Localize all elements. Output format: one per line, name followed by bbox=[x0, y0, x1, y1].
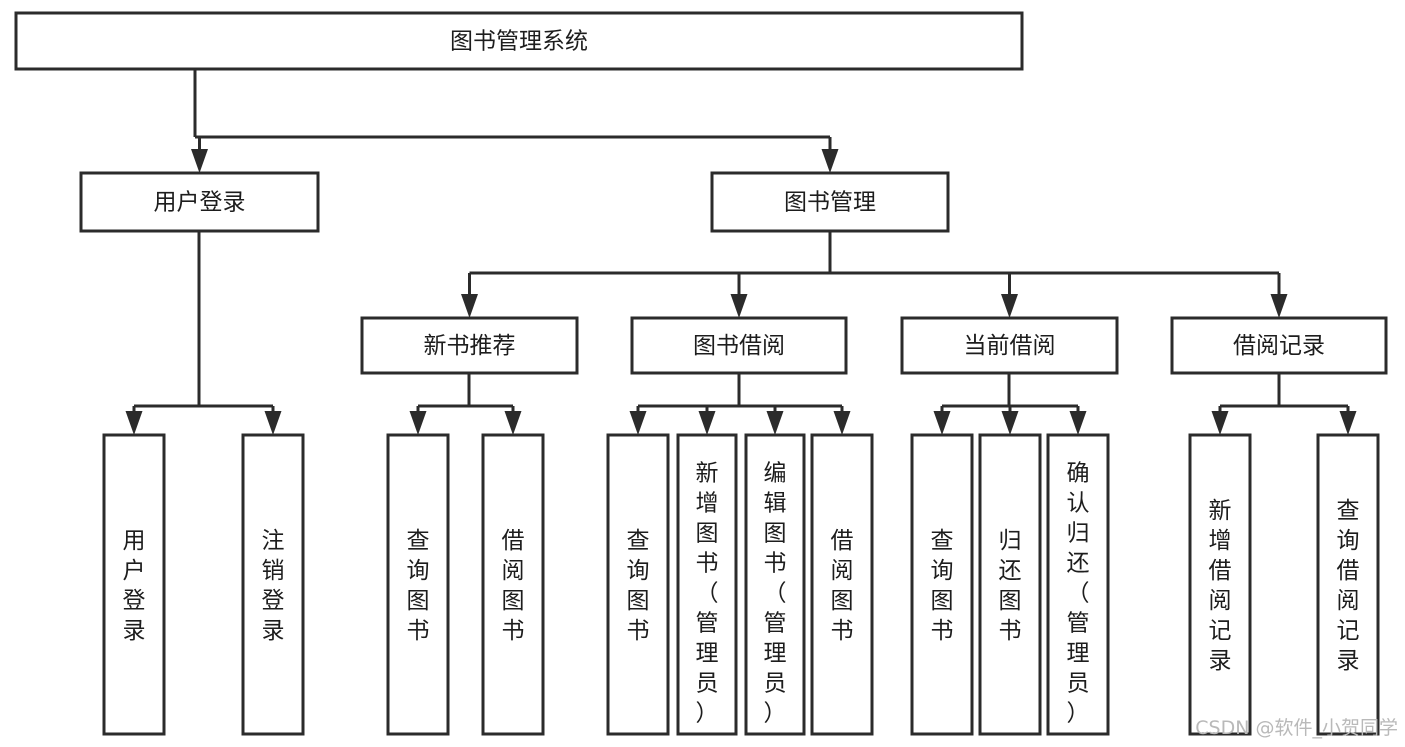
connector-group bbox=[933, 373, 1087, 435]
tree-node-leaf-query-borrow-record[interactable]: 查询借阅记录 bbox=[1316, 433, 1380, 736]
arrow-head-icon bbox=[1001, 294, 1018, 318]
node-box[interactable] bbox=[1316, 433, 1380, 736]
node-box[interactable] bbox=[900, 316, 1119, 375]
node-label: 确认归还（管理员） bbox=[1067, 460, 1090, 726]
connector-group bbox=[629, 373, 851, 435]
node-label: 查询图书 bbox=[407, 528, 430, 644]
arrow-head-icon bbox=[461, 294, 478, 318]
node-box[interactable] bbox=[910, 433, 974, 736]
node-box[interactable] bbox=[481, 433, 545, 736]
node-label: 新书推荐 bbox=[424, 333, 516, 359]
tree-node-new-book-recommend[interactable]: 新书推荐 bbox=[360, 316, 579, 375]
node-layer: 图书管理系统用户登录图书管理新书推荐图书借阅当前借阅借阅记录用户登录注销登录查询… bbox=[14, 11, 1388, 736]
tree-node-leaf-logout[interactable]: 注销登录 bbox=[241, 433, 305, 736]
node-label: 查询借阅记录 bbox=[1337, 498, 1360, 674]
arrow-head-icon bbox=[698, 411, 716, 435]
node-label: 图书借阅 bbox=[693, 333, 785, 359]
connector-group bbox=[1211, 373, 1357, 435]
node-label: 用户登录 bbox=[123, 528, 146, 644]
tree-node-leaf-query-book-recommend[interactable]: 查询图书 bbox=[386, 433, 450, 736]
node-box[interactable] bbox=[676, 433, 738, 736]
arrow-head-icon bbox=[125, 411, 143, 435]
arrow-head-icon bbox=[766, 411, 784, 435]
node-label: 注销登录 bbox=[262, 528, 285, 644]
arrow-head-icon bbox=[409, 411, 427, 435]
tree-node-book-manage[interactable]: 图书管理 bbox=[710, 171, 950, 233]
node-box[interactable] bbox=[386, 433, 450, 736]
tree-node-leaf-borrow-book-recommend[interactable]: 借阅图书 bbox=[481, 433, 545, 736]
node-label: 编辑图书（管理员） bbox=[764, 460, 787, 726]
node-box[interactable] bbox=[710, 171, 950, 233]
tree-node-leaf-add-book[interactable]: 新增图书（管理员） bbox=[676, 433, 738, 736]
connector-group bbox=[191, 69, 839, 173]
node-label: 查询图书 bbox=[627, 528, 650, 644]
connector-group bbox=[409, 373, 522, 435]
node-box[interactable] bbox=[630, 316, 848, 375]
arrow-head-icon bbox=[629, 411, 647, 435]
node-box[interactable] bbox=[1188, 433, 1252, 736]
arrow-head-icon bbox=[933, 411, 951, 435]
node-box[interactable] bbox=[14, 11, 1024, 71]
node-box[interactable] bbox=[102, 433, 166, 736]
node-label: 借阅图书 bbox=[831, 528, 854, 644]
node-label: 借阅图书 bbox=[502, 528, 525, 644]
arrow-head-icon bbox=[1001, 411, 1019, 435]
tree-node-leaf-return-book[interactable]: 归还图书 bbox=[978, 433, 1042, 736]
node-label: 用户登录 bbox=[154, 190, 246, 216]
arrow-head-icon bbox=[1211, 411, 1229, 435]
tree-node-leaf-borrow-book[interactable]: 借阅图书 bbox=[810, 433, 874, 736]
connector-group bbox=[125, 231, 282, 435]
csdn-watermark: CSDN @软件_小贺同学 bbox=[1195, 717, 1398, 739]
node-label: 当前借阅 bbox=[964, 333, 1056, 359]
node-label: 图书管理系统 bbox=[450, 29, 588, 55]
node-label: 借阅记录 bbox=[1233, 333, 1325, 359]
arrow-head-icon bbox=[1270, 294, 1288, 318]
node-box[interactable] bbox=[241, 433, 305, 736]
arrow-head-icon bbox=[264, 411, 282, 435]
node-box[interactable] bbox=[79, 171, 320, 233]
node-box[interactable] bbox=[978, 433, 1042, 736]
node-label: 新增图书（管理员） bbox=[696, 460, 719, 726]
tree-node-current-borrow[interactable]: 当前借阅 bbox=[900, 316, 1119, 375]
arrow-head-icon bbox=[1069, 411, 1087, 435]
connector-group bbox=[461, 231, 1288, 318]
arrow-head-icon bbox=[821, 149, 839, 173]
tree-node-leaf-query-book-current[interactable]: 查询图书 bbox=[910, 433, 974, 736]
tree-node-borrow-record[interactable]: 借阅记录 bbox=[1170, 316, 1388, 375]
tree-node-book-borrow[interactable]: 图书借阅 bbox=[630, 316, 848, 375]
node-box[interactable] bbox=[360, 316, 579, 375]
node-box[interactable] bbox=[606, 433, 670, 736]
node-label: 图书管理 bbox=[784, 190, 876, 216]
node-label: 新增借阅记录 bbox=[1209, 498, 1232, 674]
tree-node-leaf-user-login[interactable]: 用户登录 bbox=[102, 433, 166, 736]
tree-node-leaf-confirm-return[interactable]: 确认归还（管理员） bbox=[1046, 433, 1110, 736]
node-box[interactable] bbox=[1170, 316, 1388, 375]
node-box[interactable] bbox=[744, 433, 806, 736]
arrow-head-icon bbox=[504, 411, 522, 435]
connector-layer bbox=[125, 69, 1357, 435]
arrow-head-icon bbox=[730, 294, 748, 318]
node-box[interactable] bbox=[810, 433, 874, 736]
tree-node-user-login[interactable]: 用户登录 bbox=[79, 171, 320, 233]
tree-node-leaf-edit-book[interactable]: 编辑图书（管理员） bbox=[744, 433, 806, 736]
node-label: 归还图书 bbox=[999, 528, 1022, 644]
arrow-head-icon bbox=[1339, 411, 1357, 435]
node-box[interactable] bbox=[1046, 433, 1110, 736]
node-label: 查询图书 bbox=[931, 528, 954, 644]
tree-node-root[interactable]: 图书管理系统 bbox=[14, 11, 1024, 71]
arrow-head-icon bbox=[833, 411, 851, 435]
tree-node-leaf-add-borrow-record[interactable]: 新增借阅记录 bbox=[1188, 433, 1252, 736]
arrow-head-icon bbox=[191, 149, 208, 173]
tree-node-leaf-query-book-borrow[interactable]: 查询图书 bbox=[606, 433, 670, 736]
